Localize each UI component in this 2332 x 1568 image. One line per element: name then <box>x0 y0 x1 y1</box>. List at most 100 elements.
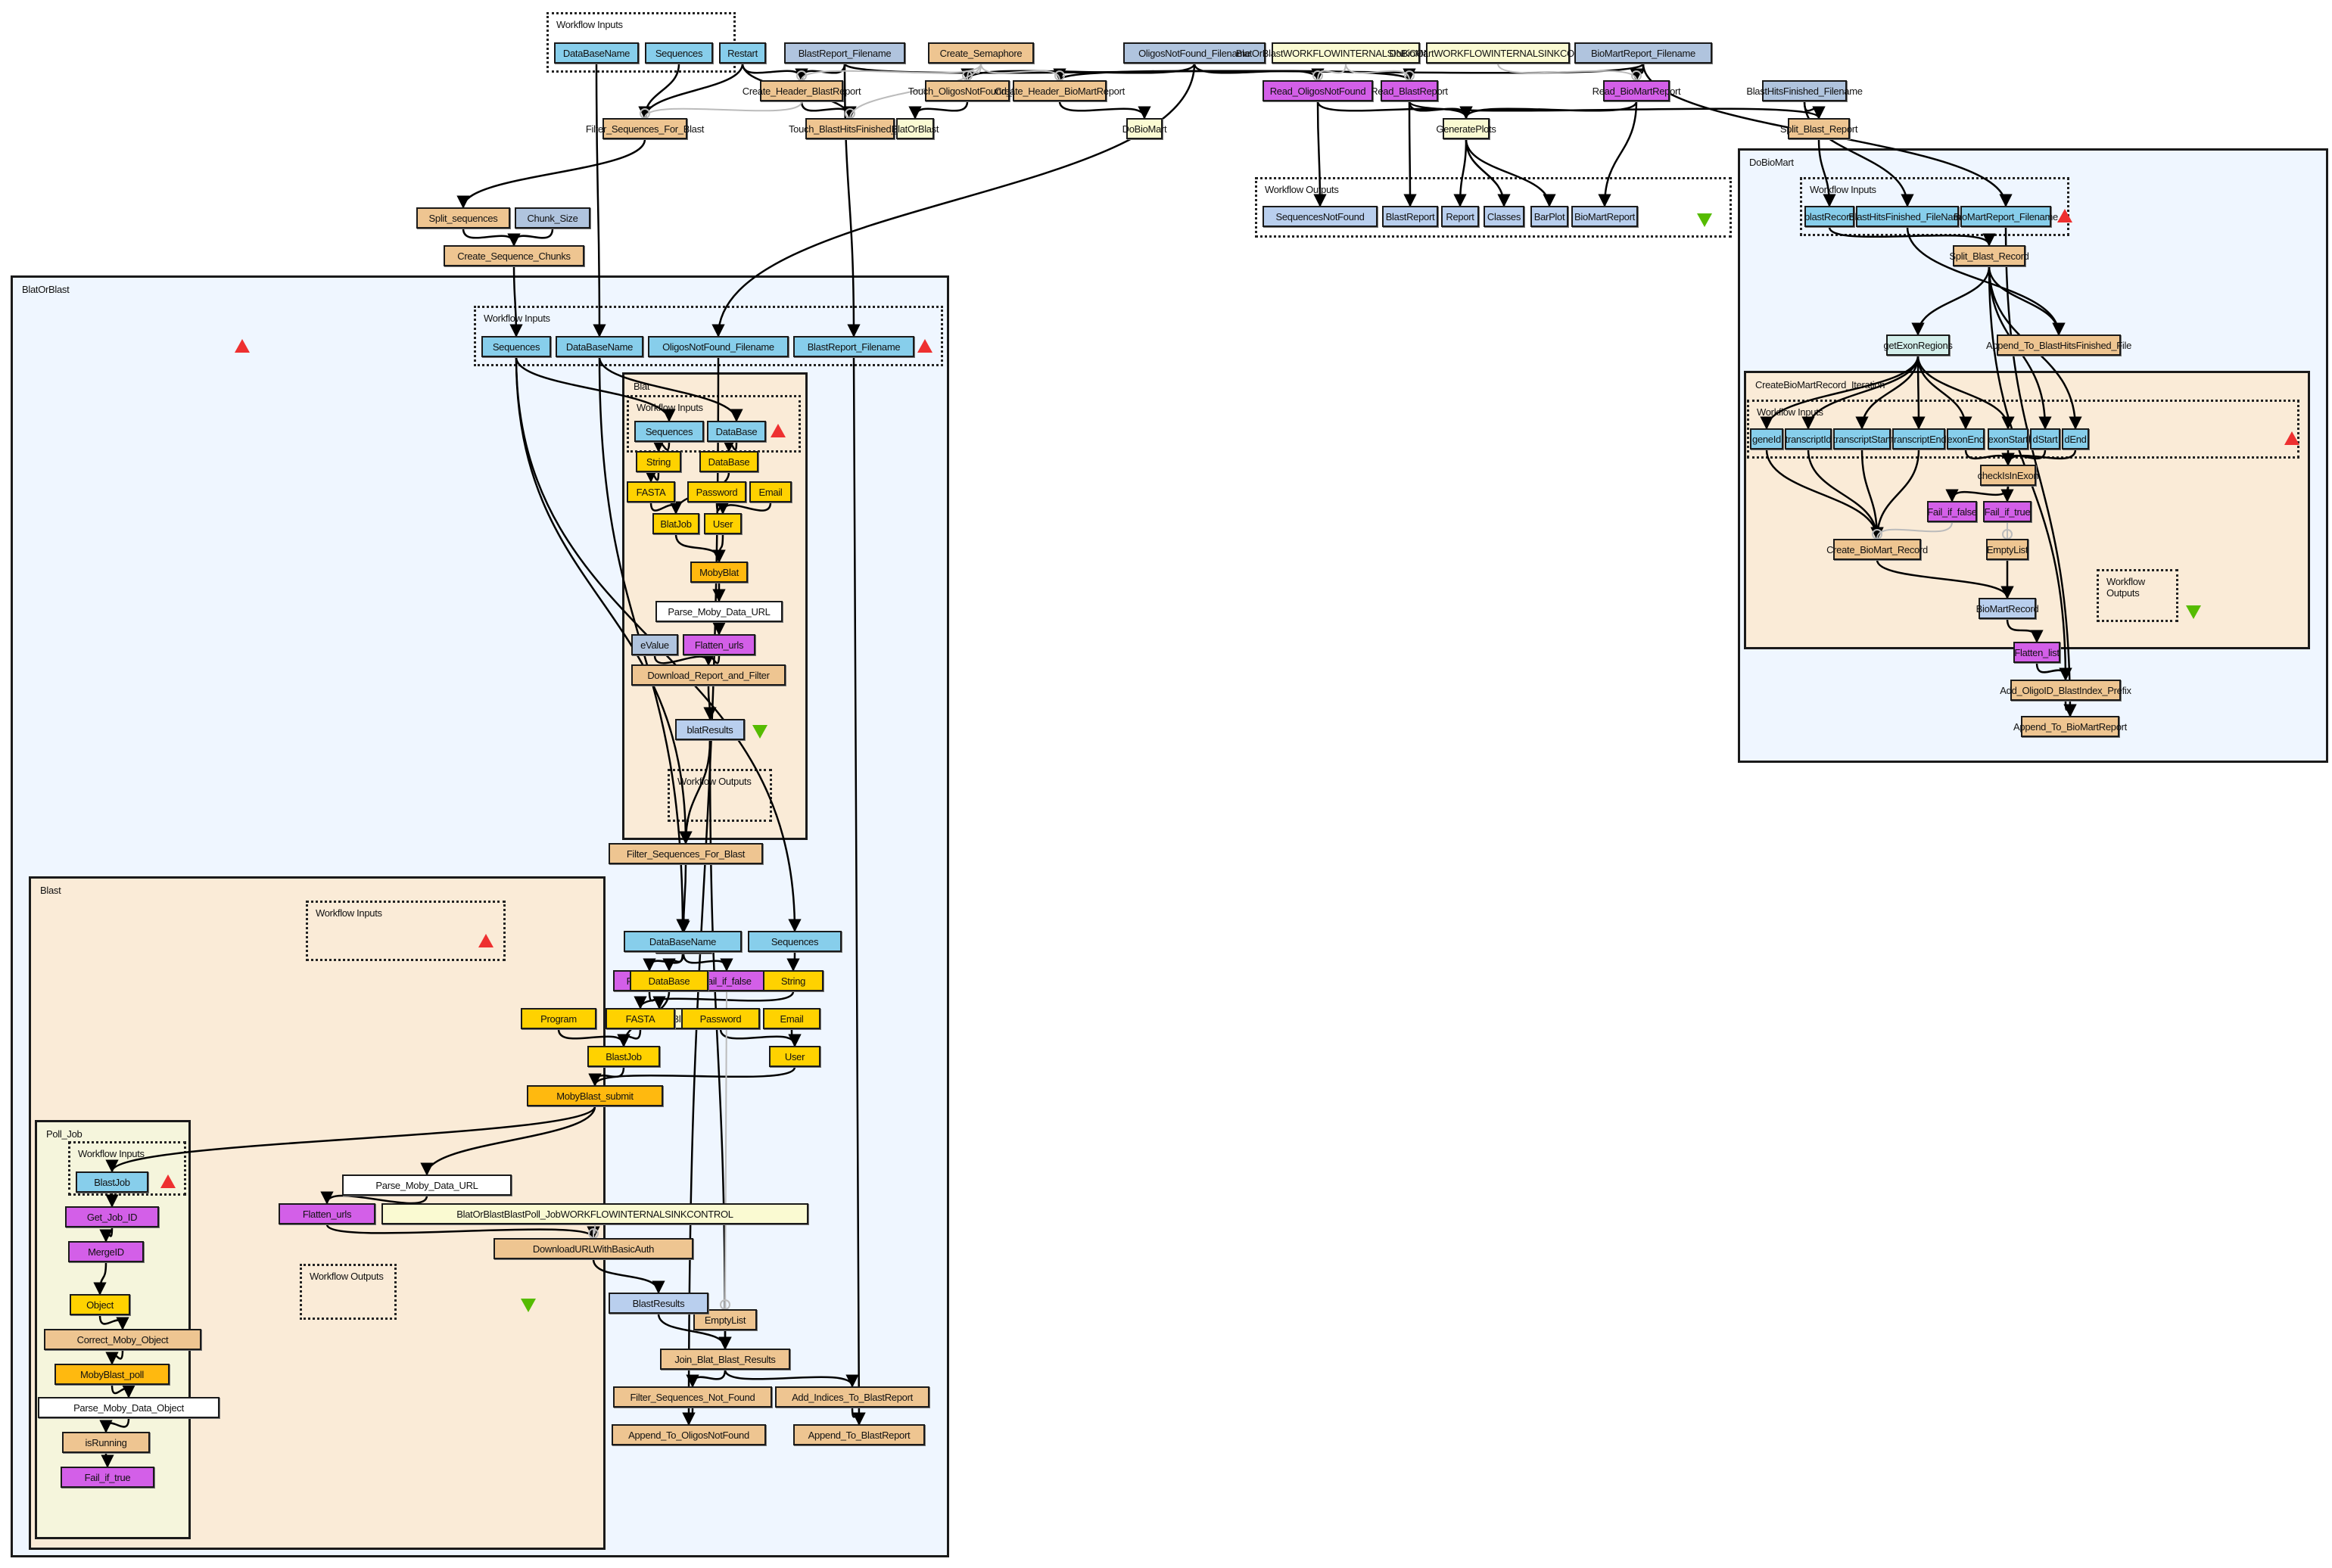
bean-split-sequences[interactable]: Split_sequences <box>416 207 510 229</box>
bob-input-blastreport-filename[interactable]: BlastReport_Filename <box>793 336 914 357</box>
dbm-append-to-blasthitsfinished-file[interactable]: Append_To_BlastHitsFinished_File <box>1986 334 2131 356</box>
blast-string[interactable]: String <box>763 970 824 991</box>
blast-input-sequences[interactable]: Sequences <box>748 931 842 952</box>
blat-flatten-urls[interactable]: Flatten_urls <box>683 634 755 655</box>
dbm-input-blastrecord[interactable]: blastRecord <box>1804 206 1854 227</box>
cbm-input-transcriptid[interactable]: transcriptId <box>1785 428 1832 450</box>
poll-input-blastjob[interactable]: BlastJob <box>76 1171 148 1193</box>
blast-mobyblast-submit[interactable]: MobyBlast_submit <box>527 1085 663 1106</box>
blat-download-report-and-filter[interactable]: Download_Report_and_Filter <box>631 664 786 686</box>
output-report[interactable]: Report <box>1441 206 1479 227</box>
cbm-input-geneid[interactable]: geneId <box>1750 428 1783 450</box>
bob-input-oligosnotfound-filename[interactable]: OligosNotFound_Filename <box>648 336 789 357</box>
nested-dobiomart[interactable]: DoBioMart <box>1122 118 1167 139</box>
bob-input-sequences[interactable]: Sequences <box>481 336 551 357</box>
poll-isrunning[interactable]: isRunning <box>62 1432 150 1453</box>
blast-output-blastresults[interactable]: BlastResults <box>609 1293 708 1314</box>
poll-mergeid[interactable]: MergeID <box>68 1241 144 1262</box>
bean-create-semaphore[interactable]: Create_Semaphore <box>928 42 1034 64</box>
local-read-oligosnotfound[interactable]: Read_OligosNotFound <box>1263 80 1373 101</box>
cbm-input-exonstart[interactable]: exonStart <box>1988 428 2028 450</box>
sink-dobiomart[interactable]: DoBioMartWORKFLOWINTERNALSINKCONTROL <box>1390 42 1607 64</box>
bean-split-blast-report[interactable]: Split_Blast_Report <box>1780 118 1857 139</box>
const-blasthitsfinished-filename[interactable]: BlastHitsFinished_Filename <box>1746 80 1863 101</box>
input-restart[interactable]: Restart <box>719 42 766 64</box>
dbm-flatten-list[interactable]: Flatten_list <box>2013 642 2060 663</box>
const-blastreport-filename[interactable]: BlastReport_Filename <box>784 42 905 64</box>
cbm-fail-if-true[interactable]: Fail_if_true <box>1983 501 2032 522</box>
dbm-append-to-biomartreport[interactable]: Append_To_BioMartReport <box>2013 716 2127 737</box>
blast-blastjob[interactable]: BlastJob <box>587 1046 660 1067</box>
output-barplot[interactable]: BarPlot <box>1530 206 1568 227</box>
output-biomartreport[interactable]: BioMartReport <box>1571 206 1638 227</box>
blast-database[interactable]: DataBase <box>630 970 708 991</box>
blat-fasta[interactable]: FASTA <box>627 481 675 502</box>
blat-blatjob[interactable]: BlatJob <box>652 513 699 534</box>
blast-program[interactable]: Program <box>521 1008 596 1029</box>
blast-downloadurlwithbasicauth[interactable]: DownloadURLWithBasicAuth <box>493 1238 693 1259</box>
bean-create-header-blastreport[interactable]: Create_Header_BlastReport <box>743 80 861 101</box>
blast-email[interactable]: Email <box>763 1008 820 1029</box>
nested-generateplots[interactable]: GeneratePlots <box>1436 118 1496 139</box>
bob-join-blat-blast-results[interactable]: Join_Blat_Blast_Results <box>660 1349 790 1370</box>
dbm-getexonregions[interactable]: getExonRegions <box>1883 334 1953 356</box>
bob-add-indices-to-blastreport[interactable]: Add_Indices_To_BlastReport <box>775 1386 929 1408</box>
bean-touch-blasthitsfinished-file[interactable]: Touch_BlastHitsFinished_File <box>789 118 911 139</box>
sink-blatorblast[interactable]: BlatOrBlastWORKFLOWINTERNALSINKCONTROL <box>1236 42 1456 64</box>
blat-password[interactable]: Password <box>687 481 746 502</box>
dbm-input-biomartreport-filename[interactable]: BioMartReport_Filename <box>1954 206 2058 227</box>
input-sequences[interactable]: Sequences <box>645 42 713 64</box>
blat-string[interactable]: String <box>636 451 681 472</box>
nested-blatorblast[interactable]: BlatOrBlast <box>892 118 939 139</box>
local-read-blastreport[interactable]: Read_BlastReport <box>1371 80 1448 101</box>
const-biomartreport-filename[interactable]: BioMartReport_Filename <box>1574 42 1712 64</box>
blast-password[interactable]: Password <box>681 1008 760 1029</box>
blast-poll-sink[interactable]: BlatOrBlastBlastPoll_JobWORKFLOWINTERNAL… <box>381 1203 808 1224</box>
blast-parse-moby-data-url[interactable]: Parse_Moby_Data_URL <box>342 1174 512 1196</box>
bob-append-to-oligosnotfound[interactable]: Append_To_OligosNotFound <box>612 1424 766 1445</box>
cbm-create-biomart-record[interactable]: Create_BioMart_Record <box>1826 539 1928 560</box>
bob-filter-sequences-not-found[interactable]: Filter_Sequences_Not_Found <box>613 1386 772 1408</box>
bob-append-to-blastreport[interactable]: Append_To_BlastReport <box>793 1424 925 1445</box>
bean-create-sequence-chunks[interactable]: Create_Sequence_Chunks <box>444 245 584 266</box>
bean-create-header-biomartreport[interactable]: Create_Header_BioMartReport <box>995 80 1125 101</box>
dbm-add-oligoid-prefix[interactable]: Add_OligoID_BlastIndex_Prefix <box>2000 680 2131 701</box>
cbm-checkisinexon[interactable]: checkIsInExon <box>1978 465 2039 486</box>
const-chunk-size[interactable]: Chunk_Size <box>515 207 590 229</box>
bob-filter-sequences-for-blast[interactable]: Filter_Sequences_For_Blast <box>609 843 763 864</box>
poll-object[interactable]: Object <box>70 1294 130 1315</box>
local-read-biomartreport[interactable]: Read_BioMartReport <box>1593 80 1681 101</box>
poll-parse-moby-data-object[interactable]: Parse_Moby_Data_Object <box>38 1397 220 1418</box>
poll-mobyblast-poll[interactable]: MobyBlast_poll <box>54 1364 170 1385</box>
blat-output-blatresults[interactable]: blatResults <box>675 719 745 740</box>
output-sequencesnotfound[interactable]: SequencesNotFound <box>1263 206 1378 227</box>
blat-mobyblat[interactable]: MobyBlat <box>690 562 748 583</box>
output-classes[interactable]: Classes <box>1484 206 1524 227</box>
cbm-input-exonend[interactable]: exonEnd <box>1947 428 1985 450</box>
blast-user[interactable]: User <box>769 1046 820 1067</box>
cbm-output-biomartrecord[interactable]: BioMartRecord <box>1976 598 2039 619</box>
blat-parse-moby-data-url[interactable]: Parse_Moby_Data_URL <box>655 601 783 622</box>
cbm-emptylist[interactable]: EmptyList <box>1986 539 2028 560</box>
cbm-fail-if-false[interactable]: Fail_if_false <box>1927 501 1977 522</box>
dbm-split-blast-record[interactable]: Split_Blast_Record <box>1949 245 2029 266</box>
bean-filter-sequences-for-blast[interactable]: Filter_Sequences_For_Blast <box>586 118 704 139</box>
poll-correct-moby-object[interactable]: Correct_Moby_Object <box>44 1329 201 1350</box>
blat-input-database[interactable]: DataBase <box>707 421 766 442</box>
blat-database[interactable]: DataBase <box>699 451 758 472</box>
blat-input-sequences[interactable]: Sequences <box>634 421 704 442</box>
dbm-input-blasthitsfinished-filename[interactable]: BlastHitsFinished_FileName <box>1848 206 1966 227</box>
cbm-input-dstart[interactable]: dStart <box>2030 428 2060 450</box>
blast-fasta[interactable]: FASTA <box>606 1008 675 1029</box>
blat-evalue[interactable]: eValue <box>631 634 678 655</box>
blast-input-databasename[interactable]: DataBaseName <box>624 931 742 952</box>
output-blastreport[interactable]: BlastReport <box>1382 206 1438 227</box>
poll-fail-if-true[interactable]: Fail_if_true <box>61 1467 154 1488</box>
cbm-input-dend[interactable]: dEnd <box>2062 428 2089 450</box>
cbm-input-transcriptend[interactable]: transcriptEnd <box>1891 428 1947 450</box>
poll-get-job-id[interactable]: Get_Job_ID <box>65 1206 159 1227</box>
bob-input-databasename[interactable]: DataBaseName <box>556 336 643 357</box>
blat-user[interactable]: User <box>704 513 742 534</box>
input-database-name[interactable]: DataBaseName <box>554 42 639 64</box>
cbm-input-transcriptstart[interactable]: transcriptStart <box>1833 428 1891 450</box>
